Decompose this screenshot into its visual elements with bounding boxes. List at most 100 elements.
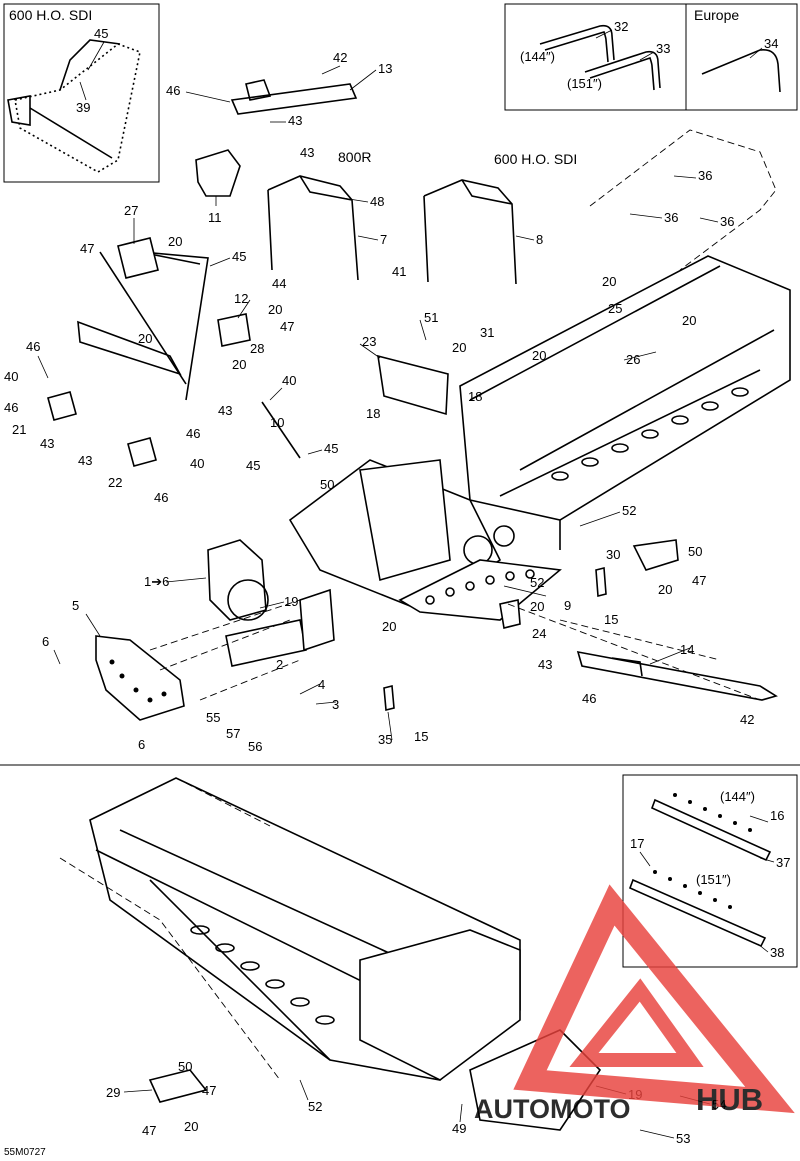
callout: 47: [202, 1083, 216, 1098]
callout: 29: [106, 1085, 120, 1100]
callout: 20: [168, 234, 182, 249]
inset-size-144-bottom: (144″): [720, 789, 755, 804]
callout: 20: [232, 357, 246, 372]
callout: 20: [452, 340, 466, 355]
callout: 20: [138, 331, 152, 346]
callout: 18: [468, 389, 482, 404]
callout: 20: [184, 1119, 198, 1134]
callout: 23: [362, 334, 376, 349]
watermark-word-b: HUB: [696, 1082, 763, 1117]
inset-runner-bars: (144″) (151″): [622, 774, 798, 968]
callout: 46: [186, 426, 200, 441]
callout: 36: [698, 168, 712, 183]
callout: 38: [770, 945, 784, 960]
callout: 56: [248, 739, 262, 754]
callout: 46: [582, 691, 596, 706]
tunnel-rear-view: [59, 777, 602, 1131]
callout: 48: [370, 194, 384, 209]
callout: 34: [764, 36, 778, 51]
callout: 20: [658, 582, 672, 597]
callout: 6: [42, 634, 49, 649]
callout: 32: [614, 19, 628, 34]
callout: 43: [40, 436, 54, 451]
callout: 4: [318, 677, 325, 692]
callout: 31: [480, 325, 494, 340]
callout: 43: [288, 113, 302, 128]
callout: 52: [622, 503, 636, 518]
watermark-inner-icon: [569, 978, 704, 1067]
callout: 52: [308, 1099, 322, 1114]
callout: 47: [280, 319, 294, 334]
callout: 9: [564, 598, 571, 613]
callout: 36: [720, 214, 734, 229]
callout: 46: [166, 83, 180, 98]
callout: 41: [392, 264, 406, 279]
variant-label-600-ho-sdi: 600 H.O. SDI: [494, 151, 577, 167]
callout: 42: [333, 50, 347, 65]
callout: 45: [324, 441, 338, 456]
callout: 15: [604, 612, 618, 627]
callout: 46: [154, 490, 168, 505]
callout: 8: [536, 232, 543, 247]
callout: 13: [378, 61, 392, 76]
callout: 57: [226, 726, 240, 741]
callout: 1➔6: [144, 574, 169, 589]
callout: 25: [608, 301, 622, 316]
watermark-word-a: AUTOMOTO: [474, 1094, 631, 1124]
callout: 44: [272, 276, 286, 291]
callout: 49: [452, 1121, 466, 1136]
callout: 20: [532, 348, 546, 363]
callout: 20: [682, 313, 696, 328]
watermark-triangle-icon: [513, 884, 795, 1114]
front-frame-assembly: [47, 79, 517, 721]
callout: 26: [626, 352, 640, 367]
tunnel-main: [149, 129, 791, 712]
callout: 53: [676, 1131, 690, 1146]
callout: 47: [692, 573, 706, 588]
callout: 40: [282, 373, 296, 388]
inset-title-europe: Europe: [694, 7, 739, 23]
callout: 46: [26, 339, 40, 354]
callout: 33: [656, 41, 670, 56]
callout: 39: [76, 100, 90, 115]
callout: 6: [138, 737, 145, 752]
callout: 55: [206, 710, 220, 725]
callout: 43: [538, 657, 552, 672]
callout: 11: [208, 210, 222, 225]
callout: 28: [250, 341, 264, 356]
callout: 10: [270, 415, 284, 430]
variant-label-800r: 800R: [338, 149, 371, 165]
callout: 50: [178, 1059, 192, 1074]
callout: 47: [142, 1123, 156, 1138]
callout: 35: [378, 732, 392, 747]
callout: 46: [4, 400, 18, 415]
callout: 20: [530, 599, 544, 614]
callout: 47: [80, 241, 94, 256]
callout: 20: [268, 302, 282, 317]
inset-600-ho-sdi: 600 H.O. SDI: [3, 3, 160, 183]
callout: 17: [630, 836, 644, 851]
callout: 7: [380, 232, 387, 247]
callout: 43: [300, 145, 314, 160]
drawing-code: 55M0727: [4, 1147, 46, 1158]
callout: 45: [94, 26, 108, 41]
callout: 2: [276, 657, 283, 672]
callout: 12: [234, 291, 248, 306]
callout: 20: [602, 274, 616, 289]
inset-size-151: (151″): [567, 76, 602, 91]
inset-title-600-ho-sdi: 600 H.O. SDI: [9, 7, 92, 23]
callout: 43: [218, 403, 232, 418]
callout: 51: [424, 310, 438, 325]
callout: 20: [382, 619, 396, 634]
callout: 40: [190, 456, 204, 471]
callout: 36: [664, 210, 678, 225]
inset-size-151-bottom: (151″): [696, 872, 731, 887]
callout: 3: [332, 697, 339, 712]
watermark-logo: AUTOMOTO HUB: [474, 884, 795, 1124]
callout: 30: [606, 547, 620, 562]
callout: 24: [532, 626, 546, 641]
inset-bumpers: Europe (144″) (151″): [504, 3, 798, 111]
callout: 22: [108, 475, 122, 490]
callout: 37: [776, 855, 790, 870]
